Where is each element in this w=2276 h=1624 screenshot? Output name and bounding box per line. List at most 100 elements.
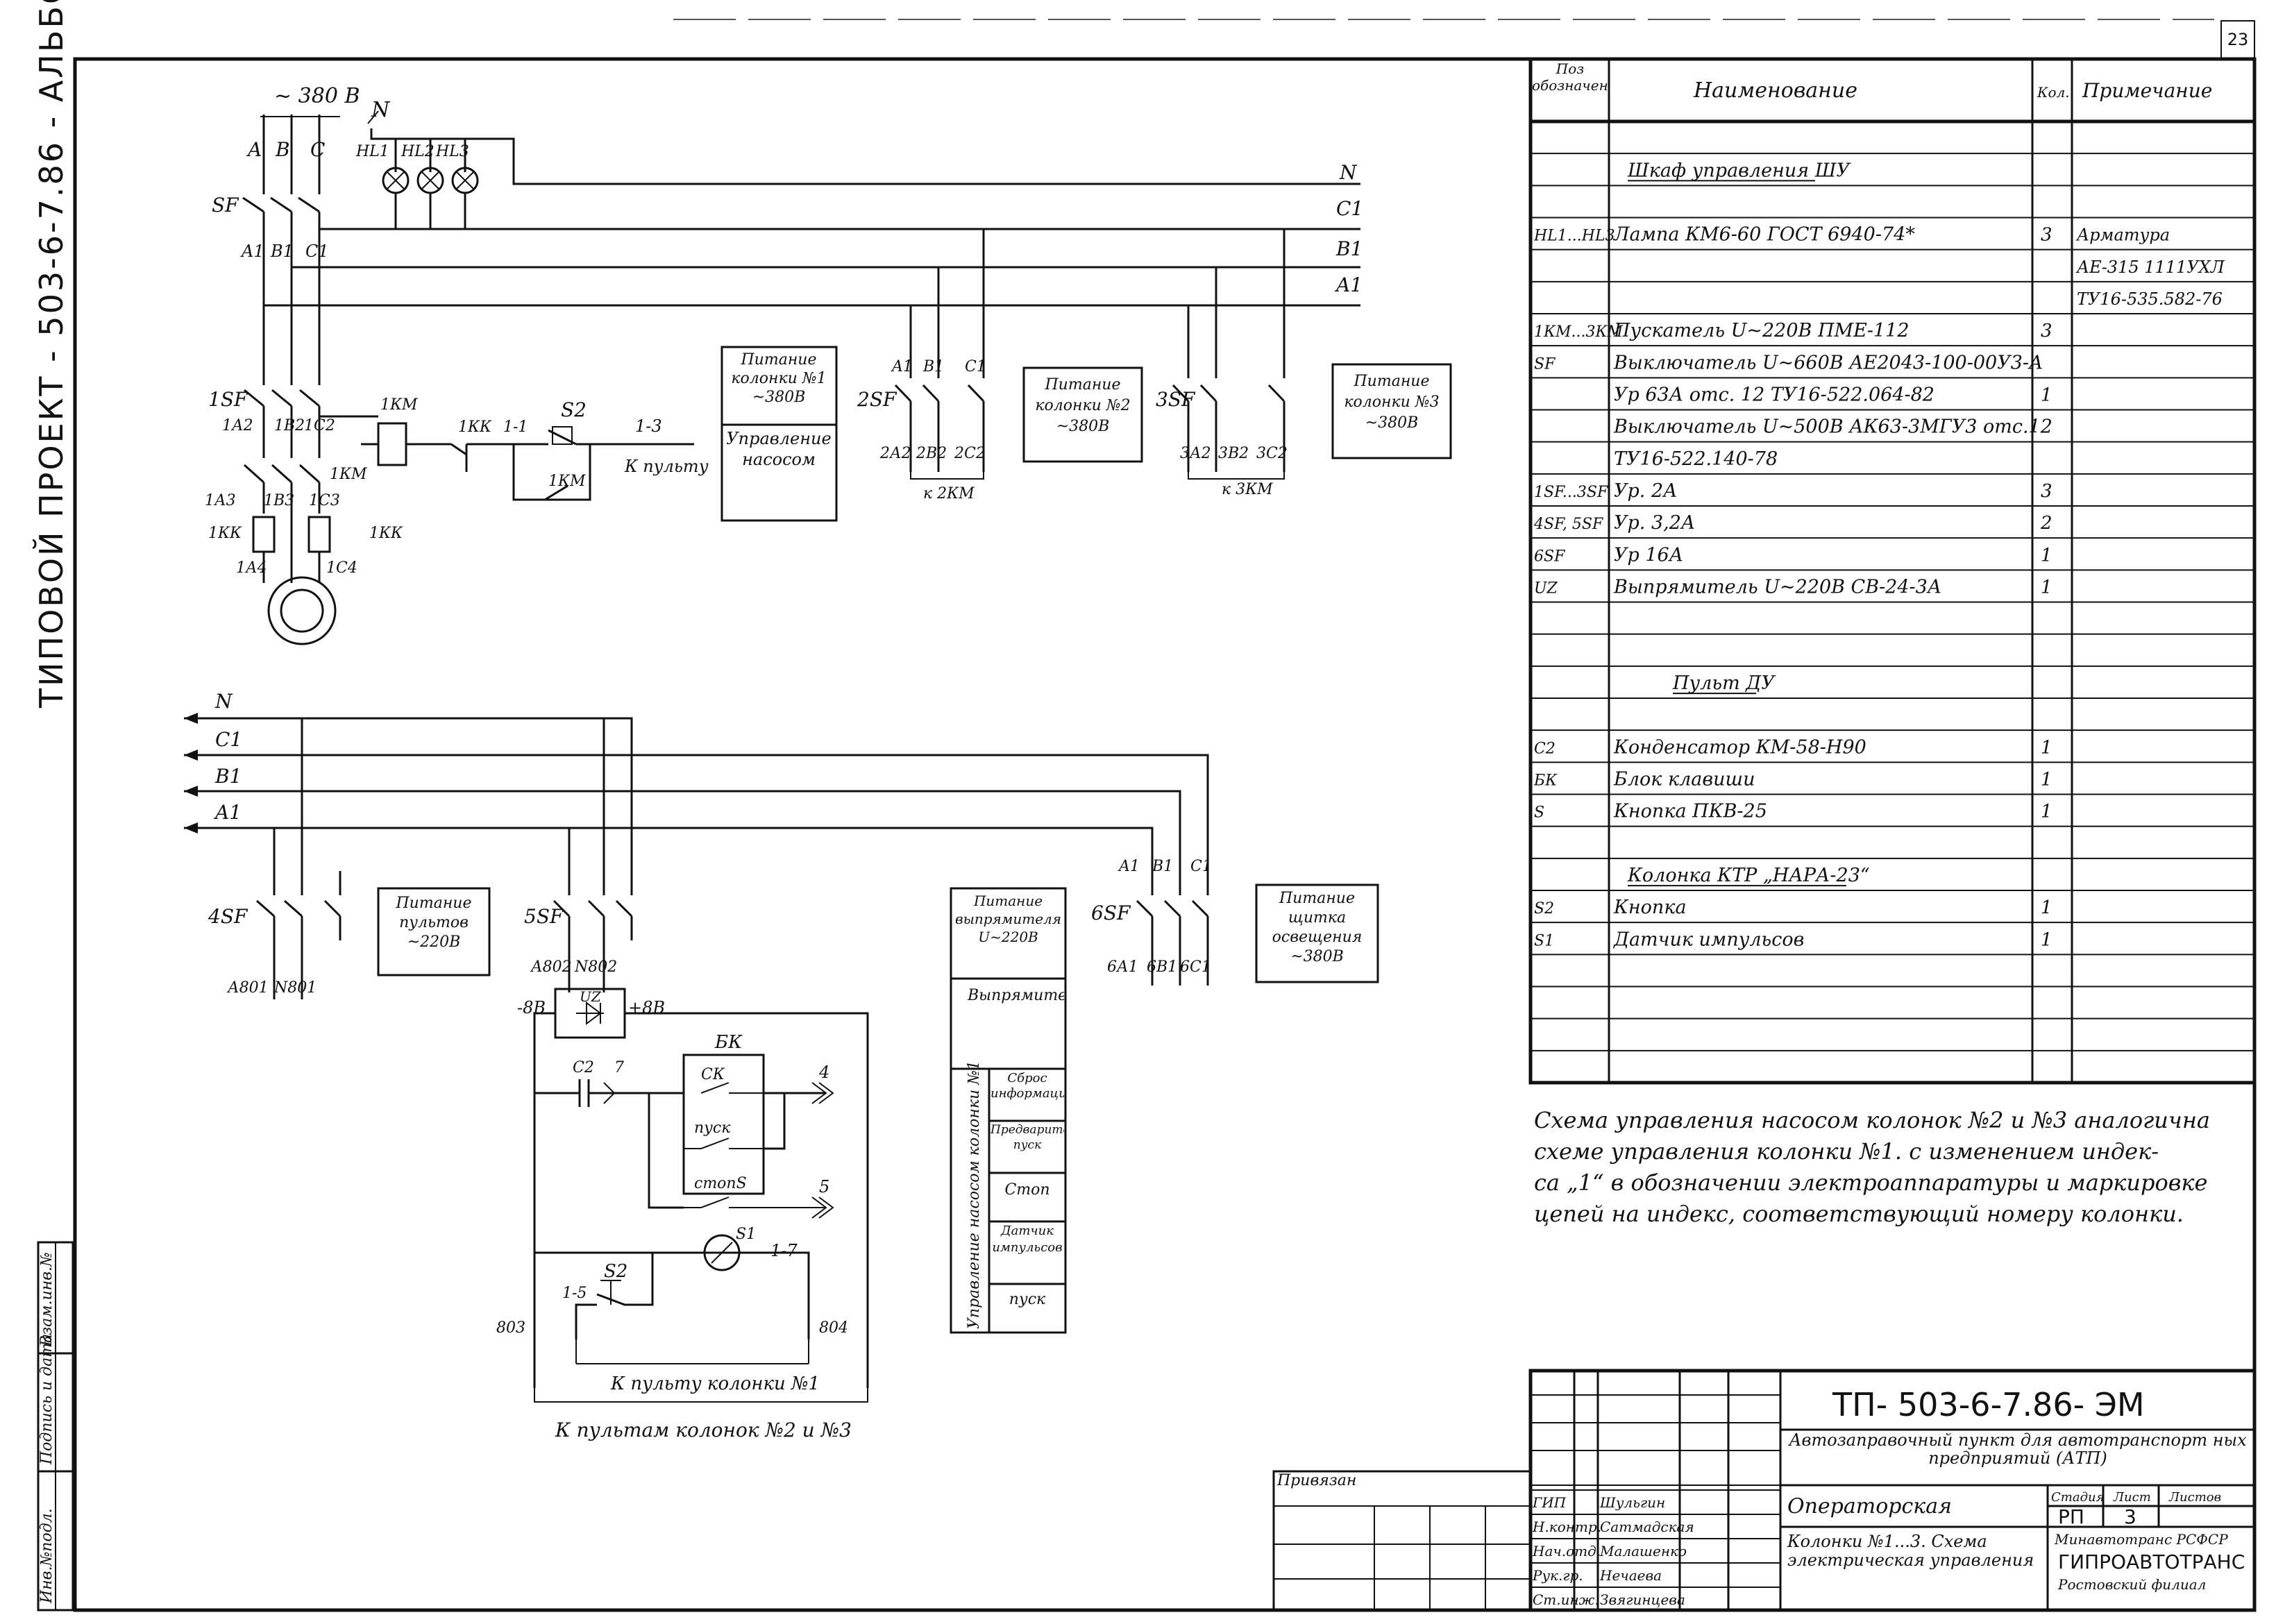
sensor-name: S1	[736, 1226, 756, 1243]
legend-item-stop: Стоп	[1004, 1181, 1050, 1199]
tb-org3: Ростовский филиал	[2057, 1576, 2206, 1593]
col3-box-label: Питание колонки №3 ~380В	[1344, 373, 1440, 432]
sensor-node: 1-7	[770, 1241, 798, 1260]
spec-cell: 1	[2041, 737, 2052, 758]
tb-role: ГИП	[1532, 1494, 1567, 1511]
col1-power-label: Питание колонки №1 ~380В	[731, 351, 827, 406]
tap-a1: A1	[240, 242, 264, 261]
to-consoles-2-3: К пультам колонок №2 и №3	[555, 1419, 852, 1441]
spec-table: Поз обозначение Наименование Кол. Примеч…	[1528, 57, 2257, 1085]
note-line-2: схеме управления колонки №1. с изменение…	[1534, 1138, 2159, 1165]
tb-project: Автозаправочный пункт для автотранспорт …	[1789, 1431, 2247, 1468]
b5-rect: UZ	[580, 988, 602, 1005]
ctrl-bus-a1: A1	[213, 801, 242, 824]
col1-switch: S2	[561, 398, 587, 421]
bus-b1: B1	[1335, 237, 1363, 260]
col2-breaker: 2SF	[857, 388, 897, 411]
phase-b: B	[275, 138, 290, 161]
key-start: пуск	[694, 1119, 731, 1137]
s2-name: S2	[604, 1261, 627, 1282]
legend-item-reset: Сброс информации	[991, 1071, 1064, 1101]
spec-cell: 1SF...3SF	[1534, 484, 1608, 501]
col1-term-a4: 1А4	[236, 559, 267, 577]
col1-box	[720, 346, 838, 522]
tb-person: Звягинцева	[1600, 1591, 1685, 1608]
b6-box	[1255, 883, 1379, 983]
b4-term-a: А801	[226, 979, 269, 997]
tb-role: Н.контр.	[1532, 1519, 1601, 1535]
spec-cell: Колонка КТР „НАРА-23“	[1627, 865, 1870, 886]
phase-a: A	[246, 138, 262, 161]
col2-box-label: Питание колонки №2 ~380В	[1035, 376, 1131, 435]
spec-cell: 1КМ...3КМ	[1534, 323, 1624, 341]
col2-tap-c1: C1	[965, 358, 986, 375]
spec-cell: 1	[2041, 929, 2052, 950]
key-sk: СК	[701, 1066, 725, 1083]
b6-breaker: 6SF	[1091, 902, 1131, 924]
col1-relay: 1КК	[458, 418, 492, 436]
bus-a1: A1	[1334, 273, 1363, 296]
title-block: Привязан ТП- 503-6-7.86- ЭМ Автозаправоч…	[1272, 1369, 2257, 1612]
lamp-hl1: HL1	[355, 143, 389, 160]
b4-breaker: 4SF	[208, 905, 248, 928]
cap-node: 7	[614, 1059, 624, 1076]
col2-term-b2: 2В2	[916, 445, 947, 462]
capacitor-icon	[534, 1079, 649, 1107]
main-breaker: SF	[212, 194, 239, 217]
spec-cell: 1	[2041, 897, 2052, 918]
b6-term-a1: 6А1	[1107, 958, 1138, 976]
spec-cell: 1	[2041, 385, 2052, 406]
b5-breaker: 5SF	[524, 905, 564, 928]
spec-cell: 1	[2041, 770, 2052, 790]
col1-node: 1-1	[503, 418, 528, 436]
spec-cell: 3	[2041, 225, 2052, 246]
b5-term-a: А802	[530, 958, 572, 976]
b5-plus: +8В	[628, 998, 665, 1017]
col3-term-c2: 3С2	[1256, 445, 1288, 462]
tb-role: Нач.отд.	[1532, 1543, 1601, 1559]
tap-c1: C1	[305, 242, 329, 261]
col1-term-b3: 1В3	[264, 492, 294, 509]
tb-person: Нечаева	[1599, 1567, 1662, 1584]
col2-term-c2: 2С2	[954, 445, 986, 462]
spec-cell: Пускатель U~220В ПМЕ-112	[1613, 320, 1910, 341]
b5-minus: -8В	[517, 998, 546, 1017]
ctrl-bus-b1: B1	[214, 765, 242, 788]
tap-b1: B1	[270, 242, 294, 261]
spec-cell: Датчик импульсов	[1613, 929, 1804, 950]
spec-cell: 2	[2040, 513, 2052, 534]
col1-term-c3: 1С3	[309, 492, 340, 509]
phase-c: C	[310, 138, 325, 161]
tb-person: Сатмадская	[1600, 1519, 1694, 1535]
note-line-3: са „1“ в обозначении электроаппаратуры и…	[1534, 1169, 2207, 1196]
col1-term-c4: 1С4	[326, 559, 357, 577]
legend-item-start: пуск	[1009, 1291, 1046, 1308]
pulse-sensor-icon	[703, 1234, 741, 1271]
control-scheme: N C1 B1 A1 4SF А801 N801 Питание пультов…	[184, 690, 1379, 1441]
spec-cell: 3	[2041, 321, 2052, 341]
cap-name: С2	[573, 1059, 594, 1076]
tb-person: Шульгин	[1599, 1494, 1665, 1511]
col2-tap-a1: A1	[891, 358, 913, 375]
tb-stage: РП	[2058, 1505, 2084, 1528]
neutral-label: N	[371, 98, 391, 122]
spec-header-pos: Поз обозначение	[1532, 60, 1608, 94]
spec-cell: Пульт ДУ	[1672, 673, 1776, 694]
ctrl-bus-n: N	[214, 690, 233, 713]
note-line-1: Схема управления насосом колонок №2 и №3…	[1534, 1107, 2210, 1133]
legend-rectifier: Выпрямитель	[968, 987, 1064, 1004]
spec-cell: 4SF, 5SF	[1533, 516, 1603, 533]
legend-power-head: Питание выпрямителя U~220В	[954, 893, 1062, 945]
lamp-hl3: HL3	[435, 143, 469, 160]
tb-role: Ст.инж.	[1533, 1591, 1599, 1608]
spec-cell: 1	[2041, 545, 2052, 566]
tb-binding: Привязан	[1276, 1472, 1356, 1489]
col3-term-b2: 3В2	[1218, 445, 1249, 462]
spec-cell: Ур. 3,2А	[1614, 512, 1695, 534]
b6-box-label: Питание щитка освещения ~380В	[1272, 890, 1363, 965]
spec-cell: Лампа КМ6-60 ГОСТ 6940-74*	[1612, 224, 1915, 246]
key-block-icon	[682, 1054, 765, 1195]
